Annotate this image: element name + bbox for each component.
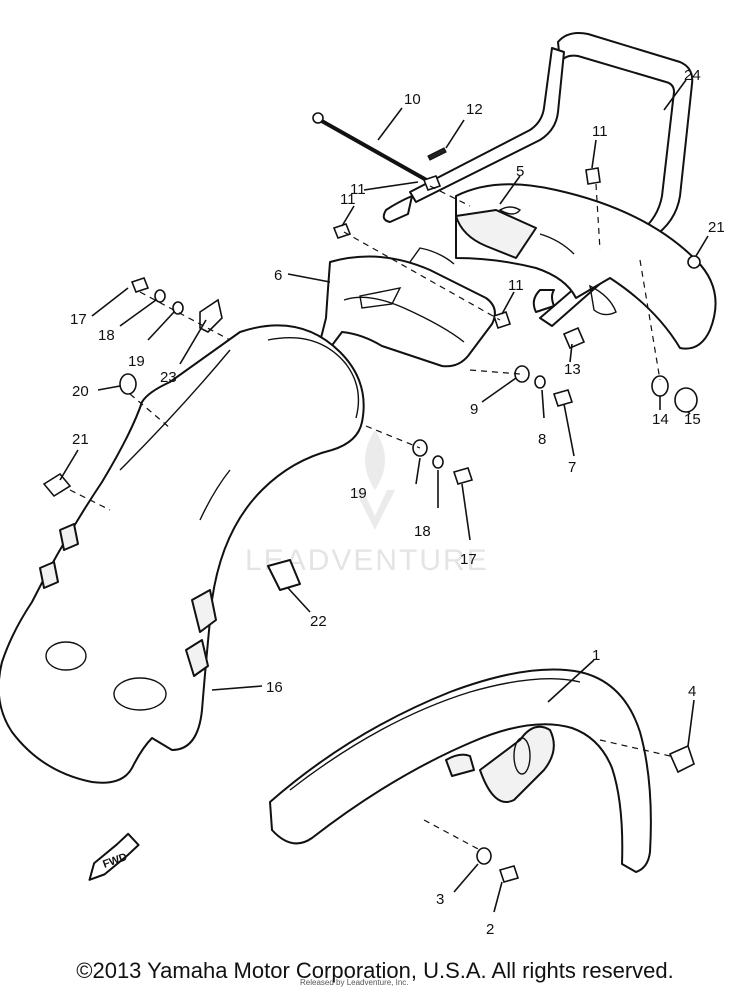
callout-23[interactable]: 22 [310, 613, 327, 630]
callout-19-b[interactable]: 19 [350, 485, 367, 502]
part-16-rear-fender[interactable] [0, 324, 365, 784]
callout-8[interactable]: 8 [538, 431, 546, 448]
part-13-bolt[interactable] [562, 326, 586, 350]
v-logo-icon [355, 490, 395, 530]
callout-19-a[interactable]: 19 [128, 353, 145, 370]
part-3-washer[interactable] [476, 847, 492, 865]
callout-18-a[interactable]: 18 [98, 327, 115, 344]
callout-12[interactable]: 12 [466, 101, 483, 118]
callout-2[interactable]: 2 [486, 921, 494, 938]
part-23-emblem[interactable] [267, 559, 301, 591]
part-12-screw[interactable] [427, 147, 447, 161]
leader-lines [59, 79, 709, 913]
part-14-washer[interactable] [651, 375, 669, 397]
callout-7[interactable]: 7 [568, 459, 576, 476]
part-2-bolt[interactable] [498, 865, 520, 883]
hardware [42, 147, 701, 883]
part-11-nut-c[interactable] [585, 167, 601, 185]
part-22-cap[interactable] [687, 255, 701, 269]
callout-20[interactable]: 20 [72, 383, 89, 400]
part-24-clip[interactable] [199, 298, 223, 333]
part-4-reflector[interactable] [668, 744, 695, 774]
part-19-washer-top[interactable] [172, 301, 184, 315]
callout-11-c[interactable]: 11 [340, 191, 356, 208]
callout-3[interactable]: 3 [436, 891, 444, 908]
callout-13[interactable]: 13 [564, 361, 581, 378]
sub-credit: Released by Leadventure, Inc. [300, 978, 409, 987]
part-17-screw-top[interactable] [130, 277, 150, 293]
callout-17-a[interactable]: 17 [70, 311, 87, 328]
callout-11-a[interactable]: 11 [350, 181, 366, 198]
callout-11-d[interactable]: 11 [508, 277, 524, 294]
part-5-rear-bracket[interactable] [455, 183, 717, 350]
part-10-long-bolt[interactable] [312, 112, 431, 184]
part-1-front-fender[interactable] [269, 668, 652, 873]
callout-4[interactable]: 4 [688, 683, 696, 700]
callout-17-b[interactable]: 17 [460, 551, 477, 568]
part-11-nut-a[interactable] [422, 175, 442, 191]
part-6-tail-bracket[interactable] [319, 247, 496, 368]
part-11-nut-d[interactable] [492, 310, 512, 330]
part-11-nut-b[interactable] [332, 223, 352, 239]
flame-logo-icon [365, 430, 385, 490]
callouts: 10 12 11 11 5 11 24 21 6 11 13 9 8 7 14 … [70, 67, 725, 938]
part-8-lock-washer[interactable] [534, 375, 546, 389]
callout-1[interactable]: 1 [592, 647, 600, 664]
callout-25[interactable]: 24 [684, 67, 701, 84]
callout-22[interactable]: 21 [708, 219, 725, 236]
fwd-arrow-icon: FWD [88, 832, 140, 881]
callout-21[interactable]: 21 [72, 431, 89, 448]
callout-18-b[interactable]: 18 [414, 523, 431, 540]
copyright-notice: ©2013 Yamaha Motor Corporation, U.S.A. A… [76, 958, 674, 983]
callout-24[interactable]: 23 [160, 369, 177, 386]
callout-14[interactable]: 14 [652, 411, 669, 428]
assembly-lines [69, 183, 671, 851]
part-7-bolt[interactable] [552, 389, 574, 407]
callout-6[interactable]: 6 [274, 267, 282, 284]
callout-10[interactable]: 10 [404, 91, 421, 108]
part-18-washer-top[interactable] [154, 289, 166, 303]
callout-15[interactable]: 15 [684, 411, 701, 428]
part-21-connector[interactable] [42, 472, 72, 498]
callout-9[interactable]: 9 [470, 401, 478, 418]
part-15-cap-nut[interactable] [674, 387, 698, 413]
callout-16[interactable]: 16 [266, 679, 283, 696]
part-17-screw-lower[interactable] [452, 467, 474, 485]
callout-11-b[interactable]: 11 [592, 123, 608, 140]
callout-5[interactable]: 5 [516, 163, 524, 180]
part-18-washer-lower[interactable] [432, 455, 444, 469]
part-20-grommet[interactable] [119, 373, 137, 395]
